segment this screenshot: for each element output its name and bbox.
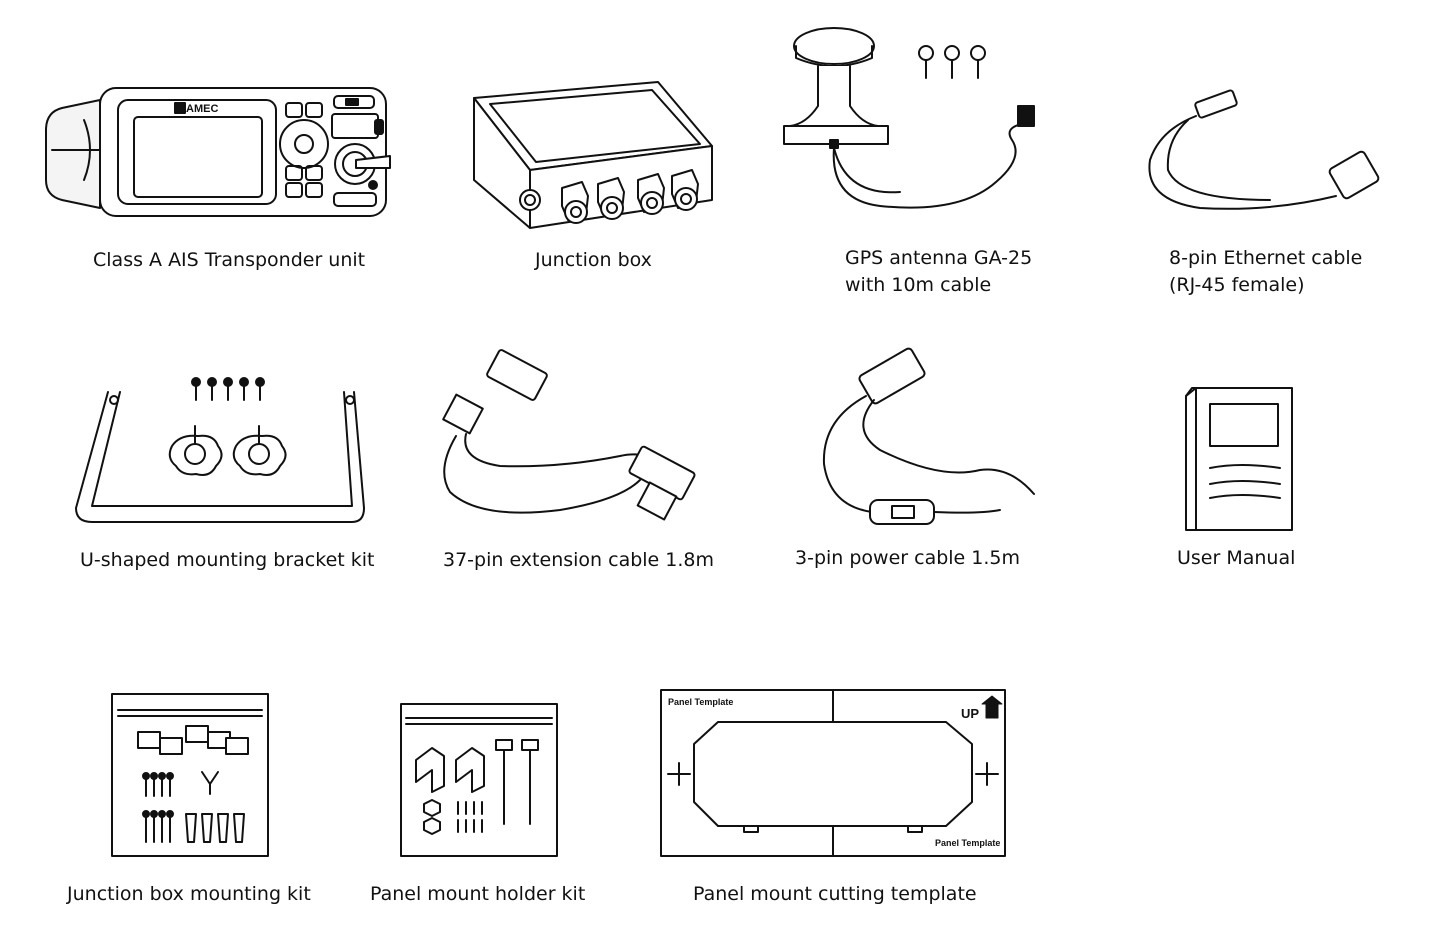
caption-u-bracket: U-shaped mounting bracket kit [80,549,375,571]
cutting-template-drawing [660,689,1006,857]
caption-ethernet-cable: 8-pin Ethernet cable (RJ-45 female) [1169,245,1362,299]
transponder-logo-text: AMEC [186,103,219,115]
caption-gps-antenna-line2: with 10m cable [845,274,992,296]
caption-gps-antenna: GPS antenna GA-25 with 10m cable [845,245,1032,299]
jb-mount-kit-drawing [111,693,269,857]
extension-cable-drawing [442,349,696,521]
caption-transponder-unit: Class A AIS Transponder unit [93,249,366,271]
amec-logo-icon [174,102,186,114]
caption-junction-box: Junction box [535,249,652,271]
u-bracket-drawing [75,377,365,523]
panel-holder-kit-drawing [400,703,558,857]
caption-cutting-template: Panel mount cutting template [693,883,977,905]
caption-user-manual: User Manual [1177,547,1296,569]
ethernet-cable-drawing [1148,89,1380,210]
user-manual-drawing [1185,387,1293,531]
caption-panel-holder-kit: Panel mount holder kit [370,883,586,905]
caption-extension-cable: 37-pin extension cable 1.8m [443,549,715,571]
template-up-text: UP [961,706,980,721]
template-text-top: Panel Template [668,697,734,707]
junction-box-drawing [473,81,713,229]
caption-gps-antenna-line1: GPS antenna GA-25 [845,247,1033,269]
caption-ethernet-cable-line2: (RJ-45 female) [1169,274,1305,296]
gps-antenna-drawing [783,27,1035,209]
power-cable-drawing [822,347,1035,525]
caption-ethernet-cable-line1: 8-pin Ethernet cable [1169,247,1363,269]
caption-power-cable: 3-pin power cable 1.5m [795,547,1021,569]
caption-jb-mount-kit: Junction box mounting kit [67,883,311,905]
transponder-unit-drawing [45,87,391,217]
template-text-bottom: Panel Template [935,838,1001,848]
up-arrow-icon [981,695,1003,719]
